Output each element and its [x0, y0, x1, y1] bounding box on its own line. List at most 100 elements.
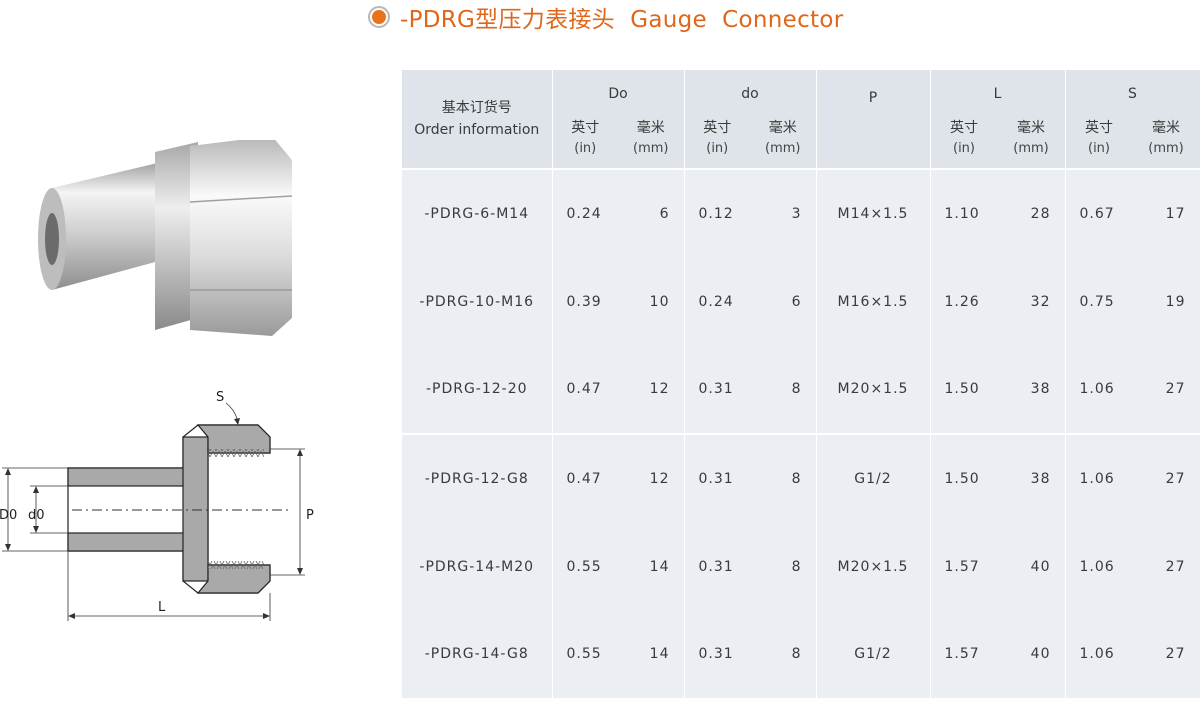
cell-p: G1/2: [816, 434, 931, 523]
cell-l-mm: 28: [1030, 205, 1051, 222]
unit-inch-en: (in): [706, 141, 729, 156]
cell-s-mm: 19: [1165, 293, 1186, 310]
cell-p: M14×1.5: [816, 169, 931, 258]
page-title-text: -PDRG型压力表接头 Gauge Connector: [400, 7, 844, 33]
units-do: 英寸 (in) 毫米 (mm): [552, 118, 685, 170]
cell-l-mm: 32: [1030, 293, 1051, 310]
cell-s: 1.06 27: [1065, 434, 1200, 523]
unit-inch-cn: 英寸: [703, 120, 732, 136]
cell-l-mm: 38: [1030, 470, 1051, 487]
cell-order: -PDRG-14-M20: [402, 522, 553, 611]
header-p: P: [816, 70, 931, 170]
cell-d-small: 0.31 8: [684, 434, 817, 523]
cell-s: 1.06 27: [1065, 345, 1200, 436]
cell-s-inch: 1.06: [1079, 381, 1115, 398]
cell-d-small-mm: 6: [791, 293, 802, 310]
cell-l-inch: 1.26: [944, 293, 980, 310]
unit-mm-cn: 毫米: [768, 120, 797, 136]
cell-order: -PDRG-12-G8: [402, 434, 553, 523]
cell-s-inch: 1.06: [1079, 558, 1115, 575]
cell-s-mm: 27: [1165, 470, 1186, 487]
label-d0-outer: D0: [0, 508, 17, 523]
cell-d-small: 0.24 6: [684, 257, 817, 346]
cell-s-mm: 27: [1165, 558, 1186, 575]
cell-l-mm: 40: [1030, 646, 1051, 663]
cell-do: 0.55 14: [552, 610, 685, 698]
unit-mm-en: (mm): [1013, 141, 1049, 156]
unit-mm-en: (mm): [633, 141, 669, 156]
cell-l: 1.57 40: [930, 522, 1066, 611]
cell-do-mm: 12: [649, 381, 670, 398]
unit-inch-cn: 英寸: [571, 120, 600, 136]
cell-s-inch: 1.06: [1079, 470, 1115, 487]
cell-s-mm: 27: [1165, 381, 1186, 398]
cell-l-inch: 1.57: [944, 646, 980, 663]
label-d0-inner: d0: [28, 508, 45, 523]
header-order-info: 基本订货号 Order information: [402, 70, 553, 170]
cell-d-small-inch: 0.31: [698, 558, 734, 575]
cell-l-mm: 40: [1030, 558, 1051, 575]
unit-inch-en: (in): [953, 141, 975, 156]
unit-mm-cn: 毫米: [636, 120, 665, 136]
cell-d-small-mm: 8: [791, 470, 802, 487]
unit-inch-cn: 英寸: [1085, 120, 1113, 136]
cell-order: -PDRG-6-M14: [402, 169, 553, 258]
units-s: 英寸(in)毫米(mm): [1065, 118, 1200, 170]
unit-inch-en: (in): [574, 141, 597, 156]
header-d-small: do: [684, 70, 817, 118]
label-l: L: [158, 600, 166, 615]
cell-l: 1.50 38: [930, 434, 1066, 523]
bullet-icon: [368, 6, 390, 28]
cell-do-mm: 12: [649, 470, 670, 487]
cell-l-mm: 38: [1030, 381, 1051, 398]
order-header-en: Order information: [414, 122, 540, 138]
cell-order: -PDRG-12-20: [402, 345, 553, 436]
units-l: 英寸(in)毫米(mm): [930, 118, 1066, 170]
cell-p: M16×1.5: [816, 257, 931, 346]
cell-d-small-mm: 3: [791, 205, 802, 222]
cell-d-small-inch: 0.31: [698, 646, 734, 663]
cell-d-small-inch: 0.24: [698, 293, 734, 310]
unit-mm-en: (mm): [765, 141, 801, 156]
cell-s-mm: 27: [1165, 646, 1186, 663]
cell-do-mm: 14: [649, 646, 670, 663]
cell-l-inch: 1.57: [944, 558, 980, 575]
cell-p: M20×1.5: [816, 345, 931, 436]
cell-l: 1.10 28: [930, 169, 1066, 258]
spec-table: 基本订货号 Order information Do do P L S 英寸(i…: [402, 70, 1200, 698]
cell-l-inch: 1.50: [944, 381, 980, 398]
cell-s-mm: 17: [1165, 205, 1186, 222]
cell-do-inch: 0.55: [566, 646, 602, 663]
cell-l-inch: 1.50: [944, 470, 980, 487]
cell-d-small-inch: 0.31: [698, 470, 734, 487]
product-photo: [38, 140, 293, 336]
technical-drawing: S D0 d0 P L: [0, 390, 314, 621]
cell-l: 1.50 38: [930, 345, 1066, 436]
header-s: S: [1065, 70, 1200, 118]
cell-s-inch: 1.06: [1079, 646, 1115, 663]
cell-l-inch: 1.10: [944, 205, 980, 222]
label-p: P: [306, 508, 314, 523]
cell-s: 1.06 27: [1065, 610, 1200, 698]
cell-d-small-mm: 8: [791, 381, 802, 398]
cell-p: G1/2: [816, 610, 931, 698]
cell-do-inch: 0.24: [566, 205, 602, 222]
cell-do-inch: 0.55: [566, 558, 602, 575]
unit-inch-cn: 英寸: [950, 120, 978, 136]
cell-do-mm: 10: [649, 293, 670, 310]
